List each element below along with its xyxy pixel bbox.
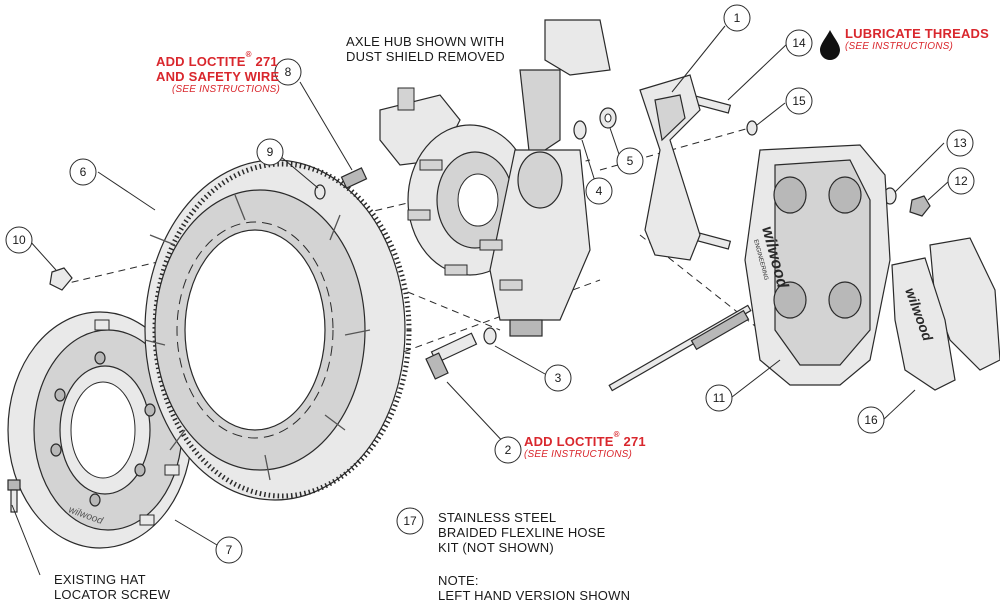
svg-text:4: 4 — [596, 184, 603, 198]
brake-pads: wilwood — [891, 237, 1000, 391]
callout-4: 4 — [585, 177, 613, 205]
callout-13: 13 — [946, 129, 974, 157]
svg-text:12: 12 — [954, 174, 968, 188]
callout-12: 12 — [947, 167, 975, 195]
brake-hat: wilwood — [7, 311, 193, 549]
callout-1: 1 — [723, 4, 751, 32]
washers — [314, 107, 897, 345]
hat-locator-screw-label: EXISTING HAT LOCATOR SCREW — [54, 572, 171, 602]
callout-16: 16 — [857, 406, 885, 434]
svg-text:13: 13 — [953, 136, 967, 150]
callout-10: 10 — [5, 226, 33, 254]
callout-14: 14 — [785, 29, 813, 57]
axle-hub-label: AXLE HUB SHOWN WITH DUST SHIELD REMOVED — [346, 34, 505, 64]
bolts — [7, 94, 931, 513]
version-note: NOTE: LEFT HAND VERSION SHOWN — [438, 573, 631, 603]
svg-text:8: 8 — [285, 65, 292, 79]
callout-9: 9 — [256, 138, 284, 166]
svg-text:1: 1 — [734, 11, 741, 25]
callouts: 1 2 3 4 5 6 7 8 9 10 11 12 13 14 15 16 1… — [5, 4, 975, 564]
svg-text:7: 7 — [226, 543, 233, 557]
callout-5: 5 — [616, 147, 644, 175]
axle-hub — [379, 19, 611, 337]
svg-text:9: 9 — [267, 145, 274, 159]
loctite-safety-wire-note: ADD LOCTITE® 271 AND SAFETY WIRE (SEE IN… — [156, 50, 281, 96]
svg-text:3: 3 — [555, 371, 562, 385]
caliper-bracket — [639, 74, 701, 261]
svg-text:5: 5 — [627, 154, 634, 168]
svg-text:15: 15 — [792, 94, 806, 108]
svg-text:17: 17 — [403, 514, 417, 528]
lubricate-threads-note: LUBRICATE THREADS (SEE INSTRUCTIONS) — [845, 26, 989, 52]
callout-8: 8 — [274, 58, 302, 86]
callout-2: 2 — [494, 436, 522, 464]
svg-text:11: 11 — [713, 391, 726, 405]
oil-drop-icon — [820, 30, 840, 60]
svg-text:10: 10 — [12, 233, 26, 247]
svg-text:2: 2 — [505, 443, 512, 457]
leader-lines — [11, 25, 950, 576]
brake-rotor — [144, 159, 412, 501]
loctite-bolt-note: ADD LOCTITE® 271 (SEE INSTRUCTIONS) — [524, 430, 646, 461]
callout-6: 6 — [69, 158, 97, 186]
callout-11: 11 — [705, 384, 733, 412]
callout-3: 3 — [544, 364, 572, 392]
flexline-hose-note: STAINLESS STEEL BRAIDED FLEXLINE HOSE KI… — [438, 510, 606, 555]
svg-text:16: 16 — [864, 413, 878, 427]
callout-17: 17 — [396, 507, 424, 535]
brake-caliper: wilwood ENGINEERING — [744, 144, 891, 386]
svg-text:6: 6 — [80, 165, 87, 179]
callout-7: 7 — [215, 536, 243, 564]
svg-text:14: 14 — [792, 36, 806, 50]
callout-15: 15 — [785, 87, 813, 115]
